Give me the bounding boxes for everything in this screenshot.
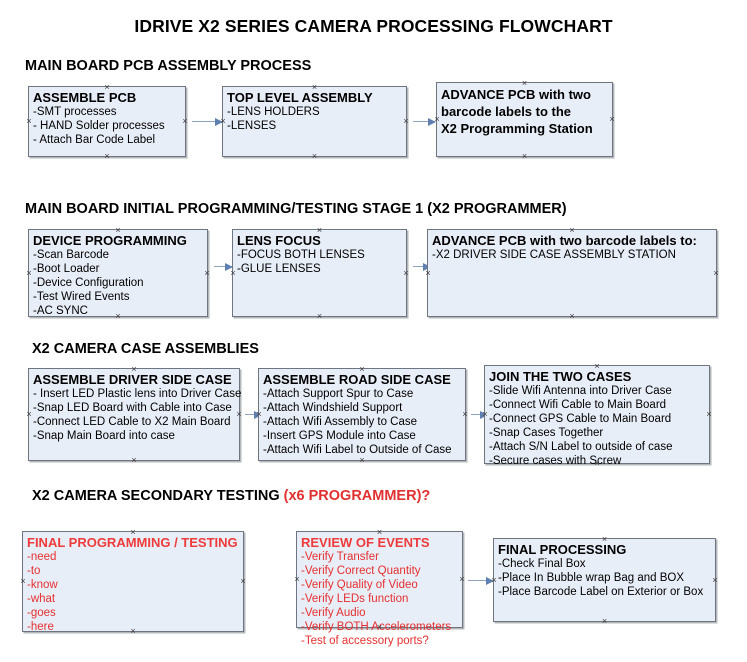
connector-device-programming-to-lens-focus [214, 262, 233, 271]
node-line: - Attach Bar Code Label [33, 134, 156, 146]
node-line: -need [27, 551, 57, 563]
node-line: -FOCUS BOTH LENSES [237, 249, 365, 261]
node-top-level-assembly[interactable]: TOP LEVEL ASSEMBLY -LENS HOLDERS -LENSES [222, 86, 407, 157]
node-title: TOP LEVEL ASSEMBLY [227, 90, 373, 105]
node-join-the-two-cases[interactable]: JOIN THE TWO CASES -Slide Wifi Antenna i… [484, 365, 710, 467]
node-line: -Verify Quality of Video [301, 579, 418, 591]
node-line: -Slide Wifi Antenna into Driver Case [489, 385, 672, 397]
node-line: -here [27, 621, 54, 633]
node-line: -Place Barcode Label on Exterior or Box [498, 586, 704, 598]
node-line: -X2 DRIVER SIDE CASE ASSEMBLY STATION [432, 249, 676, 261]
section-heading-text: X2 CAMERA SECONDARY TESTING [32, 488, 284, 504]
section-heading-main-board-pcb-assembly-process: MAIN BOARD PCB ASSEMBLY PROCESS [25, 58, 311, 74]
node-title: ASSEMBLE PCB [33, 90, 137, 105]
node-assemble-driver-side-case[interactable]: ASSEMBLE DRIVER SIDE CASE - Insert LED P… [28, 368, 241, 461]
resize-handle-bottom[interactable] [315, 312, 324, 321]
node-line: -Boot Loader [33, 263, 100, 275]
node-line: -Snap Cases Together [489, 427, 604, 439]
node-title: ADVANCE PCB with two barcode labels to: [432, 233, 697, 248]
node-line: -Connect Wifi Cable to Main Board [489, 399, 667, 411]
resize-handle-bottom[interactable] [310, 152, 319, 161]
node-line: -Snap LED Board with Cable into Case [33, 402, 232, 414]
node-line: -Device Configuration [33, 277, 144, 289]
arrowhead-icon [225, 262, 233, 271]
section-heading-text: MAIN BOARD INITIAL PROGRAMMING/TESTING S… [25, 201, 567, 217]
node-line: -Snap Main Board into case [33, 430, 175, 442]
resize-handle-right[interactable] [712, 269, 721, 278]
node-line: - Insert LED Plastic lens into Driver Ca… [33, 388, 242, 400]
node-line: -Place In Bubble wrap Bag and BOX [498, 572, 685, 584]
node-final-programming-testing[interactable]: FINAL PROGRAMMING / TESTING -need -to -k… [22, 531, 244, 633]
node-line: -Attach Wifi Label to Outside of Case [263, 444, 452, 456]
node-lens-focus[interactable]: LENS FOCUS -FOCUS BOTH LENSES -GLUE LENS… [232, 229, 407, 317]
node-final-processing[interactable]: FINAL PROCESSING -Check Final Box -Place… [493, 538, 716, 622]
node-title: DEVICE PROGRAMMING [33, 233, 187, 248]
connector-assemble-pcb-to-top-level-assembly [192, 117, 223, 126]
node-title: ADVANCE PCB with two [441, 87, 591, 102]
connector-review-of-events-to-final-processing [468, 576, 494, 585]
section-heading-text: X2 CAMERA CASE ASSEMBLIES [32, 341, 259, 357]
node-line: -Insert GPS Module into Case [263, 430, 416, 442]
node-line: - HAND Solder processes [33, 120, 165, 132]
section-heading-x2-camera-secondary-testing: X2 CAMERA SECONDARY TESTING (x6 PROGRAMM… [32, 488, 430, 504]
section-heading-main-board-initial-programming-testing-stage-1: MAIN BOARD INITIAL PROGRAMMING/TESTING S… [25, 201, 567, 217]
node-line: -Attach Support Spur to Case [263, 388, 414, 400]
node-line: -AC SYNC [33, 305, 88, 317]
node-line: -Verify Transfer [301, 551, 379, 563]
node-title: FINAL PROCESSING [498, 542, 627, 557]
node-line: -Verify BOTH Accelerometers [301, 621, 452, 633]
node-device-programming[interactable]: DEVICE PROGRAMMING -Scan Barcode -Boot L… [28, 229, 208, 317]
resize-handle-bottom[interactable] [103, 152, 112, 161]
node-title: ASSEMBLE ROAD SIDE CASE [263, 372, 451, 387]
node-line: -Verify Audio [301, 607, 366, 619]
node-title: ASSEMBLE DRIVER SIDE CASE [33, 372, 232, 387]
connector-top-level-assembly-to-advance-pcb [413, 117, 436, 126]
node-line: -Attach Wifi Assembly to Case [263, 416, 418, 428]
node-line: -Attach S/N Label to outside of case [489, 441, 673, 453]
resize-handle-bottom[interactable] [568, 312, 577, 321]
resize-handle-bottom[interactable] [520, 152, 529, 161]
node-line: -Verify Correct Quantity [301, 565, 421, 577]
resize-handle-bottom[interactable] [130, 456, 139, 465]
node-title: JOIN THE TWO CASES [489, 369, 632, 384]
node-title: FINAL PROGRAMMING / TESTING [27, 535, 238, 550]
node-title: LENS FOCUS [237, 233, 321, 248]
node-assemble-road-side-case[interactable]: ASSEMBLE ROAD SIDE CASE -Attach Support … [258, 368, 466, 461]
node-line: -Test of accessory ports? [301, 635, 429, 647]
node-line: -LENS HOLDERS [227, 106, 320, 118]
node-advance-pcb-to-x2-programming-station[interactable]: ADVANCE PCB with two barcode labels to t… [436, 82, 613, 157]
node-line: -SMT processes [33, 106, 117, 118]
node-line: -Verify LEDs function [301, 593, 409, 605]
node-line: -Scan Barcode [33, 249, 110, 261]
node-review-of-events[interactable]: REVIEW OF EVENTS -Verify Transfer -Verif… [296, 531, 463, 647]
node-line: -know [27, 579, 58, 591]
node-line: -Secure cases with Screw [489, 455, 622, 467]
node-line: -goes [27, 607, 56, 619]
section-heading-text: MAIN BOARD PCB ASSEMBLY PROCESS [25, 58, 312, 74]
arrowhead-icon [428, 117, 436, 126]
node-title: barcode labels to the [441, 104, 572, 119]
node-line: -Attach Windshield Support [263, 402, 403, 414]
arrowhead-icon [486, 576, 494, 585]
section-heading-accent: (x6 PROGRAMMER)? [283, 488, 431, 504]
page-title: IDRIVE X2 SERIES CAMERA PROCESSING FLOWC… [134, 16, 613, 36]
arrowhead-icon [215, 117, 223, 126]
node-line: -Connect GPS Cable to Main Board [489, 413, 672, 425]
node-title: X2 Programming Station [441, 121, 593, 136]
node-line: -what [27, 593, 56, 605]
node-advance-pcb-to-driver-side-case-assembly[interactable]: ADVANCE PCB with two barcode labels to: … [427, 229, 717, 317]
node-line: -Test Wired Events [33, 291, 130, 303]
node-line: -Connect LED Cable to X2 Main Board [33, 416, 231, 428]
node-line: -GLUE LENSES [237, 263, 321, 275]
node-assemble-pcb[interactable]: ASSEMBLE PCB -SMT processes - HAND Solde… [28, 86, 186, 157]
node-line: -LENSES [227, 120, 277, 132]
node-line: -to [27, 565, 41, 577]
section-heading-x2-camera-case-assemblies: X2 CAMERA CASE ASSEMBLIES [32, 341, 259, 357]
node-title: REVIEW OF EVENTS [301, 535, 430, 550]
node-line: -Check Final Box [498, 558, 586, 570]
